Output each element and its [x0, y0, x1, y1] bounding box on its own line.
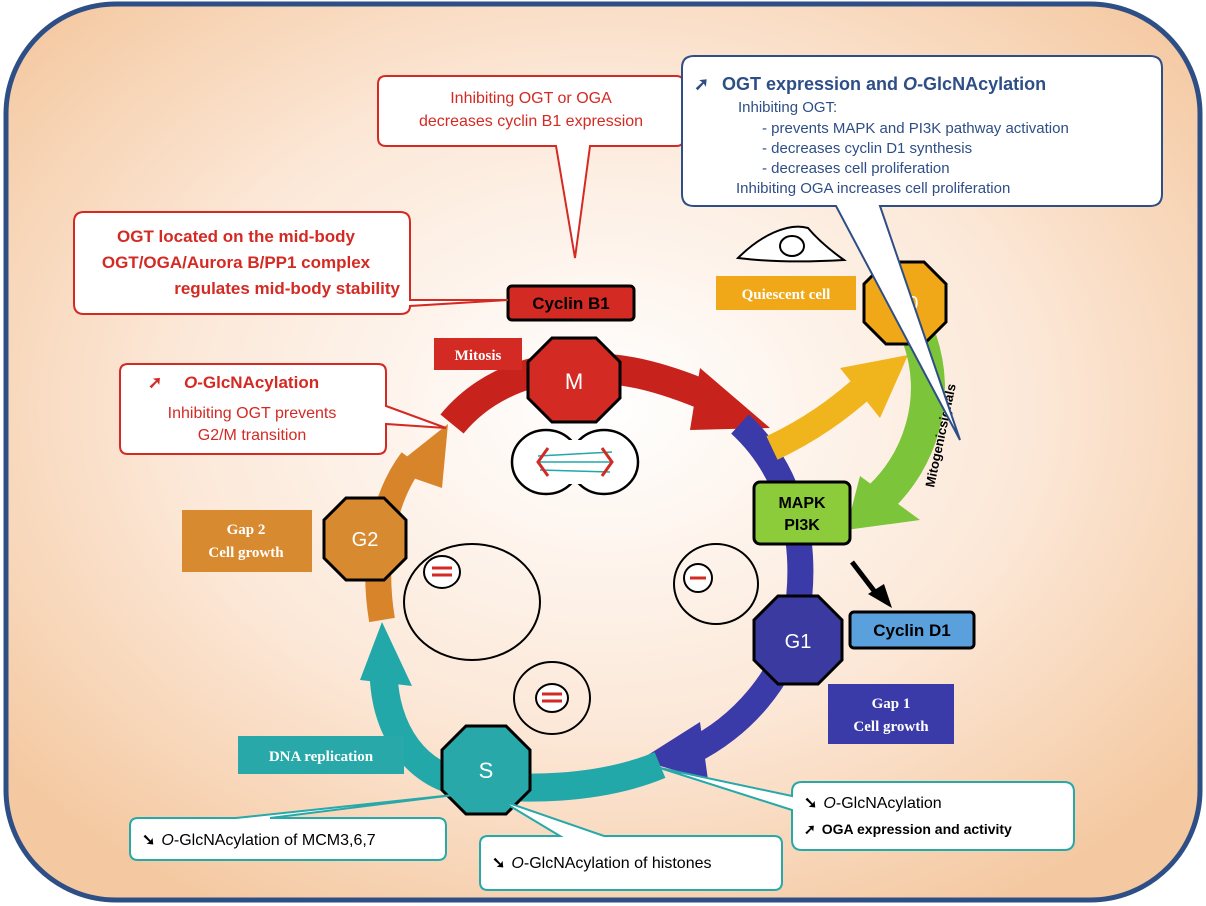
- m-phase-node: M: [526, 336, 622, 424]
- m-phase-label: M: [565, 369, 583, 394]
- gap2-line2: Cell growth: [208, 545, 284, 561]
- midbody-line3: regulates mid-body stability: [174, 279, 400, 298]
- mcm-text: ➘ O-GlcNAcylation of MCM3,6,7: [142, 832, 376, 849]
- ogt-line1: Inhibiting OGT:: [738, 99, 837, 116]
- quiescent-cell-icon: [735, 225, 847, 263]
- g2m-line3: G2/M transition: [198, 427, 306, 444]
- histones-italic: O: [511, 855, 523, 872]
- g0-arrowhead: [840, 355, 908, 418]
- g2m-title-italic: O: [184, 373, 197, 392]
- g2-phase-label: G2: [352, 529, 379, 551]
- g0-arrow: [766, 375, 875, 460]
- g2m-title: O-GlcNAcylation: [184, 373, 319, 392]
- g1-arrowhead: [640, 722, 708, 780]
- cyclin-d1-label: Cyclin D1: [873, 621, 950, 640]
- gap1-tag: Gap 1 Cell growth: [828, 684, 954, 744]
- cyclin-d1-box: Cyclin D1: [848, 610, 976, 650]
- quiescent-tag: Quiescent cell: [716, 276, 856, 310]
- gap1-line1: Gap 1: [872, 696, 911, 712]
- dna-replication-tag: DNA replication: [238, 736, 404, 774]
- s-phase-node: S: [440, 724, 532, 816]
- histones-text: ➘ O-GlcNAcylation of histones: [492, 855, 712, 872]
- mcm-rest: -GlcNAcylation of MCM3,6,7: [174, 832, 376, 849]
- midbody-line1: OGT located on the mid-body: [117, 227, 356, 246]
- g2m-callout: ➚ O-GlcNAcylation Inhibiting OGT prevent…: [119, 363, 447, 455]
- ogt-expression-callout: ➚ OGT expression and O-GlcNAcylation Inh…: [681, 55, 1163, 441]
- midbody-line2: OGT/OGA/Aurora B/PP1 complex: [102, 253, 371, 272]
- g2-phase-node: G2: [322, 496, 408, 582]
- g1-oglcnac-line2: ➚ OGA expression and activity: [804, 821, 1012, 837]
- histones-rest: -GlcNAcylation of histones: [524, 855, 712, 872]
- s-arrowhead: [360, 622, 412, 686]
- g2m-arrow-icon: ➚: [148, 373, 162, 392]
- g1-cell-icon: [673, 543, 759, 625]
- cyclin-b1-box: Cyclin B1: [506, 284, 636, 322]
- cyclin-b1-expr-line1: Inhibiting OGT or OGA: [450, 90, 612, 107]
- mitosis-arrowhead: [690, 368, 770, 430]
- g1-oglcnac-arrow1-icon: ➘: [804, 795, 817, 812]
- mitosis-tag-label: Mitosis: [455, 348, 502, 364]
- histones-callout: ➘ O-GlcNAcylation of histones: [479, 799, 783, 891]
- g2-arrowhead: [390, 424, 448, 488]
- g2-cell-icon: [403, 543, 541, 661]
- quiescent-tag-label: Quiescent cell: [742, 287, 831, 303]
- s-phase-label: S: [479, 758, 494, 783]
- dna-replication-label: DNA replication: [269, 749, 374, 765]
- ogt-line5: Inhibiting OGA increases cell proliferat…: [736, 180, 1010, 197]
- g2m-title-rest: -GlcNAcylation: [197, 373, 319, 392]
- ogt-line4: - decreases cell proliferation: [762, 160, 950, 177]
- pi3k-label: PI3K: [784, 517, 820, 534]
- midbody-callout: OGT located on the mid-body OGT/OGA/Auro…: [73, 211, 509, 315]
- cyclin-b1-label: Cyclin B1: [532, 294, 609, 313]
- g1-phase-node: G1: [752, 594, 844, 686]
- mitosis-tag: Mitosis: [434, 338, 522, 370]
- gap1-line2: Cell growth: [853, 719, 929, 735]
- g1-oglcnac-line1: ➘ O-GlcNAcylation: [804, 795, 942, 812]
- ogt-title-b: -GlcNAcylation: [917, 74, 1046, 94]
- g1-oglcnac-rest: -GlcNAcylation: [836, 795, 942, 812]
- g1-phase-label: G1: [785, 631, 812, 653]
- ogt-expression-arrow-icon: ➚: [694, 74, 709, 94]
- mcm-italic: O: [161, 832, 173, 849]
- gap2-tag: Gap 2 Cell growth: [182, 510, 312, 572]
- g1-oglcnac-line2-text: OGA expression and activity: [822, 821, 1012, 837]
- mcm-arrow-icon: ➘: [142, 832, 155, 849]
- dividing-cell-icon: [510, 428, 640, 496]
- ogt-expression-title: OGT expression and O-GlcNAcylation: [722, 74, 1046, 94]
- mapk-label: MAPK: [778, 495, 826, 512]
- mitogenic-arrowhead: [846, 476, 920, 530]
- cyclin-d1-pointer: [850, 560, 880, 598]
- ogt-line3: - decreases cyclin D1 synthesis: [762, 140, 972, 157]
- s-cell-icon: [513, 661, 591, 735]
- g1-oglcnac-arrow2-icon: ➚: [804, 821, 816, 837]
- histones-arrow-icon: ➘: [492, 855, 505, 872]
- gap2-line1: Gap 2: [227, 522, 266, 538]
- ogt-line2: - prevents MAPK and PI3K pathway activat…: [762, 120, 1069, 137]
- g2m-line2: Inhibiting OGT prevents: [168, 405, 337, 422]
- cyclin-d1-pointer-head: [868, 584, 892, 608]
- mcm-callout: ➘ O-GlcNAcylation of MCM3,6,7: [129, 793, 463, 861]
- cyclin-b1-expr-line2: decreases cyclin B1 expression: [419, 113, 643, 130]
- g1-oglcnac-italic: O: [823, 795, 835, 812]
- mapk-pi3k-box: MAPK PI3K: [752, 480, 852, 546]
- g1-oglcnac-callout: ➘ O-GlcNAcylation ➚ OGA expression and act…: [659, 767, 1075, 851]
- ogt-title-a: OGT expression and: [722, 74, 903, 94]
- ogt-title-italic: O: [903, 74, 917, 94]
